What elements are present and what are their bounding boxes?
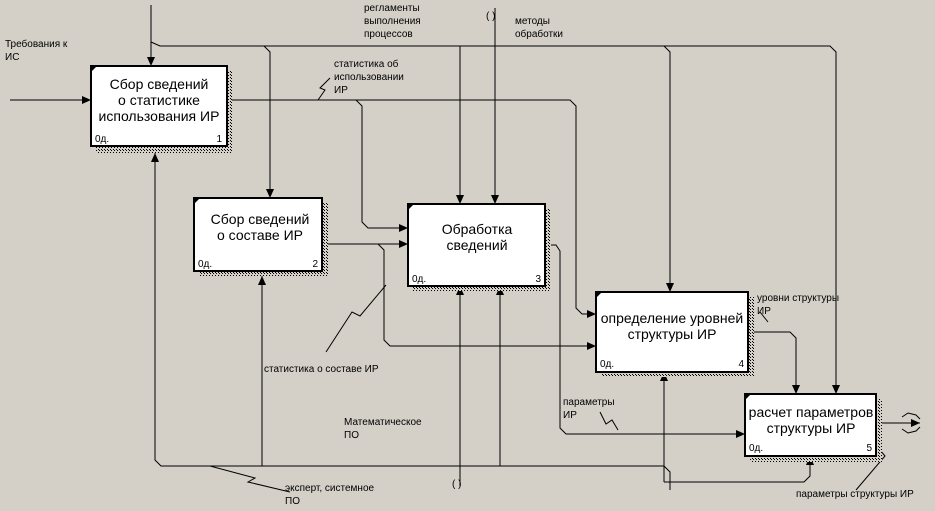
box-number: 5 (866, 443, 872, 454)
arrow-head (151, 153, 159, 162)
box-title-line: использования ИР (99, 108, 220, 124)
label-methods: методы (515, 16, 550, 27)
label-regulations: процессов (364, 29, 413, 40)
arrow-head (792, 385, 800, 394)
activity-box-5[interactable]: расчет параметров структуры ИР 0д. 5 (744, 393, 882, 462)
arrow-usage-stats (227, 99, 408, 229)
arrow-head (491, 195, 499, 204)
label-math-software: Математическое (344, 417, 422, 428)
arrow-squiggle (317, 77, 331, 101)
box-cost: 0д. (749, 443, 763, 454)
box-number: 4 (738, 359, 744, 370)
box-number: 2 (312, 259, 318, 270)
label-requirements: ИС (5, 52, 19, 63)
box-title-line: Обработка (442, 221, 513, 237)
label-tunnel-top: ( ) (486, 11, 495, 22)
activity-box-2[interactable]: Сбор сведений о составе ИР 0д. 2 (193, 197, 328, 276)
box-title-line: сведений (446, 237, 507, 253)
box-title-line: Сбор сведений (211, 211, 310, 227)
box-title-line: расчет параметров (749, 404, 874, 420)
label-regulations: выполнения (364, 16, 421, 27)
label-usage-stats: ИР (334, 85, 348, 96)
label-methods: обработки (515, 28, 563, 40)
activity-box-4[interactable]: определение уровней структуры ИР 0д. 4 (595, 291, 754, 377)
arrow-squiggle (599, 411, 619, 431)
arrow-head (587, 310, 596, 318)
arrow-head (82, 96, 91, 104)
label-ir-params: ИР (563, 410, 577, 421)
boxes-layer: Сбор сведений о статистике использования… (90, 65, 882, 462)
label-usage-stats: статистика об (334, 58, 399, 70)
box-title-line: структуры ИР (628, 326, 717, 342)
arrow-squiggle (759, 311, 769, 323)
label-usage-stats: использовании (334, 72, 404, 83)
arrow-control-to-box-2 (160, 45, 271, 198)
arrow-mechanism-bus (154, 153, 671, 490)
arrow-structure-levels (748, 331, 797, 394)
box-cost: 0д. (600, 359, 614, 370)
arrow-control-to-box-4 (620, 45, 671, 292)
arrow-squiggle (209, 465, 291, 493)
arrow-head (832, 385, 840, 394)
arrow-head (456, 195, 464, 204)
activity-box-1[interactable]: Сбор сведений о статистике использования… (90, 65, 232, 153)
box-cost: 0д. (95, 134, 109, 145)
label-tunnel-bottom: ( ) (452, 479, 461, 490)
arrow-head (147, 57, 155, 66)
box-number: 1 (216, 134, 222, 145)
arrow-ir-params (545, 244, 745, 435)
box-title-line: о составе ИР (217, 227, 303, 243)
arrow-head (399, 224, 408, 232)
arrow-head (266, 189, 274, 198)
label-math-software: ПО (344, 430, 359, 441)
arrow-composition-to-box-4 (377, 243, 596, 347)
arrow-mechanism-to-box-5 (664, 456, 811, 483)
arrow-head (666, 283, 674, 292)
arrows-layer (10, 5, 921, 493)
activity-box-3[interactable]: Обработка сведений 0д. 3 (407, 203, 551, 291)
box-title-line: о статистике (118, 92, 200, 108)
label-structure-params: параметры структуры ИР (796, 489, 914, 500)
arrow-usage-to-box-4 (356, 99, 596, 315)
arrow-head (736, 430, 745, 438)
label-structure-levels: уровни структуры (757, 293, 839, 304)
label-expert-software: эксперт, системное (285, 483, 375, 494)
label-expert-software: ПО (285, 496, 300, 507)
box-title-line: определение уровней (601, 310, 744, 326)
label-regulations: регламенты (364, 3, 420, 14)
box-cost: 0д. (412, 274, 426, 285)
label-composition-stats: статистика о составе ИР (264, 364, 379, 375)
box-number: 3 (535, 274, 541, 285)
box-title-line: Сбор сведений (110, 76, 209, 92)
arrow-control-bus (150, 41, 837, 394)
arrow-squiggle (325, 284, 387, 353)
labels-layer: Требования к ИС регламенты выполнения пр… (5, 3, 914, 507)
box-cost: 0д. (198, 259, 212, 270)
arrow-tunnel-out (901, 426, 921, 434)
arrow-head (911, 419, 920, 427)
arrow-tunnel-out (901, 412, 921, 420)
arrow-head (587, 342, 596, 350)
arrow-head (258, 276, 266, 285)
label-structure-levels: ИР (757, 306, 771, 317)
arrow-head (399, 240, 408, 248)
label-ir-params: параметры (563, 397, 615, 408)
label-requirements: Требования к (5, 38, 68, 50)
box-title-line: структуры ИР (767, 420, 856, 436)
